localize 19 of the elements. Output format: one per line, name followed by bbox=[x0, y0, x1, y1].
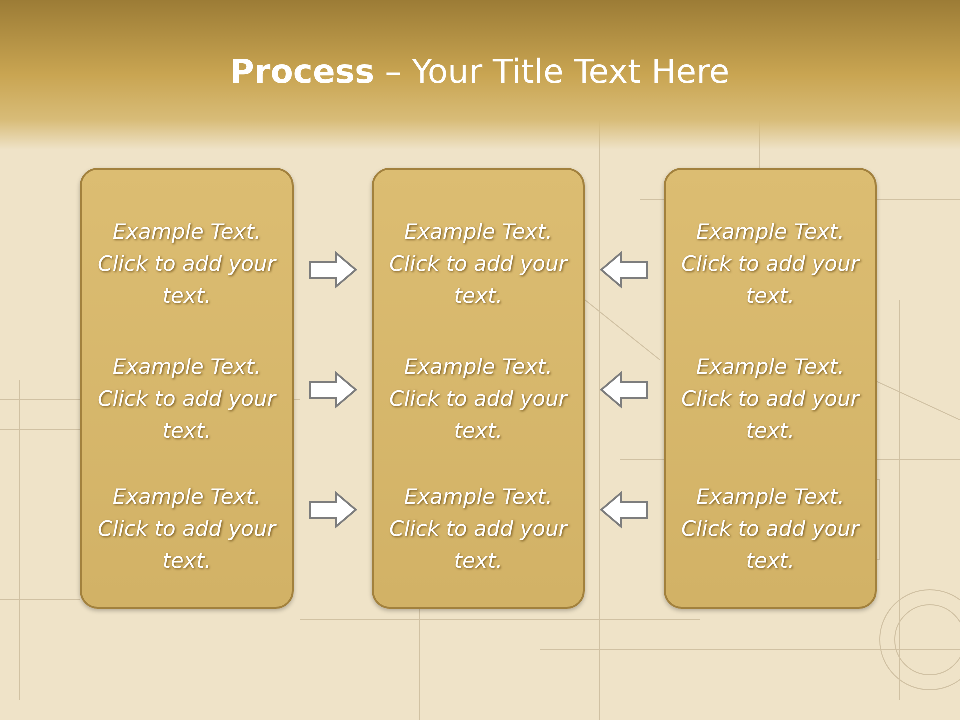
panel-text: Example Text. Click to add your text. bbox=[680, 219, 862, 310]
panel-text: Example Text. Click to add your text. bbox=[388, 219, 570, 310]
panel-text: Example Text. Click to add your text. bbox=[388, 354, 570, 445]
block-arrow bbox=[600, 490, 648, 530]
panel-text: Example Text. Click to add your text. bbox=[97, 219, 278, 310]
block-arrow bbox=[600, 250, 648, 290]
panel-text: Example Text. Click to add your text. bbox=[680, 354, 862, 445]
panel-text: Example Text. Click to add your text. bbox=[97, 484, 278, 575]
text-panel bbox=[372, 168, 585, 609]
title: Process – Your Title Text Here bbox=[230, 52, 730, 91]
block-arrow bbox=[309, 370, 358, 410]
text-panel bbox=[664, 168, 877, 609]
text-panel bbox=[80, 168, 294, 609]
panel-text: Example Text. Click to add your text. bbox=[388, 484, 570, 575]
block-arrow bbox=[600, 370, 648, 410]
block-arrow bbox=[309, 250, 358, 290]
panel-text: Example Text. Click to add your text. bbox=[680, 484, 862, 575]
panel-text: Example Text. Click to add your text. bbox=[97, 354, 278, 445]
block-arrow bbox=[309, 490, 358, 530]
